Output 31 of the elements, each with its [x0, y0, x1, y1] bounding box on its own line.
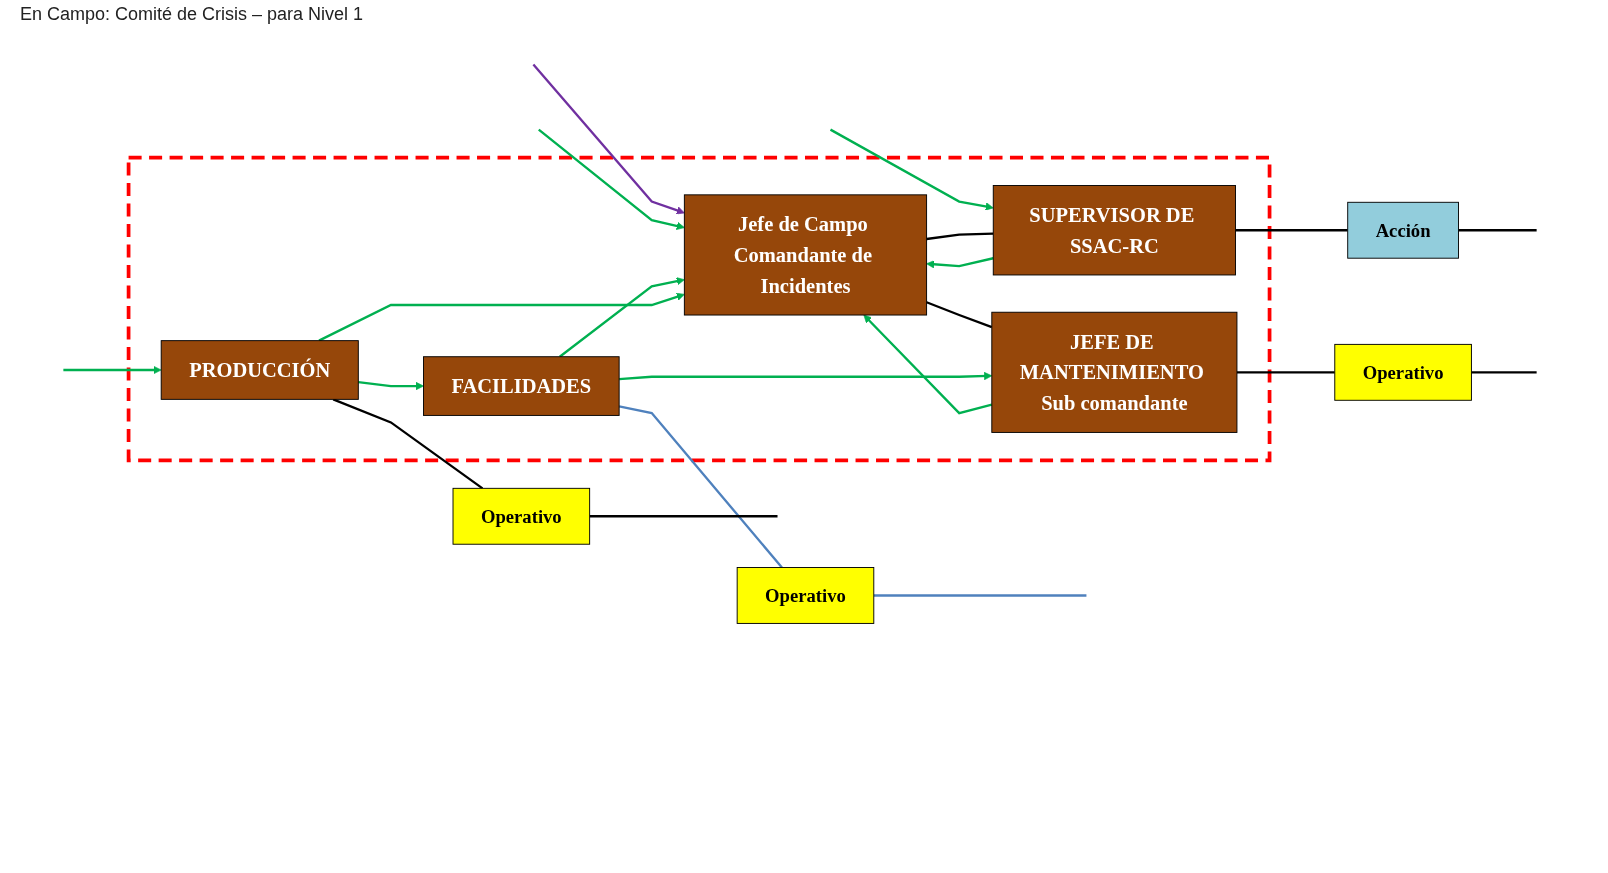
node-box: JEFE DE MANTENIMIENTO Sub comandante: [991, 311, 1238, 433]
connector: [1236, 371, 1335, 374]
note-text: En Campo: Comité de Crisis – para Nivel 1: [20, 4, 365, 25]
node-box: FACILIDADES: [423, 356, 620, 416]
arrow: [358, 380, 424, 391]
node-box: SUPERVISOR DE SSAC-RC: [992, 185, 1236, 276]
arrow: [829, 128, 994, 211]
node-box: Operativo: [736, 567, 875, 624]
arrow: [619, 371, 993, 381]
arrow: [559, 277, 685, 358]
connector: [926, 232, 994, 241]
arrow: [63, 365, 162, 375]
connector: [873, 594, 1087, 597]
node-box: Operativo: [452, 487, 591, 545]
connector: [1458, 229, 1537, 232]
node-box: PRODUCCIÓN: [160, 340, 359, 400]
arrow: [863, 314, 993, 415]
node-box: Operativo: [1334, 343, 1472, 401]
node-box: Acción: [1347, 201, 1459, 259]
connector: [926, 301, 993, 329]
node-box: Jefe de Campo Comandante de Incidentes: [683, 194, 928, 316]
connector: [1471, 371, 1537, 374]
arrow: [532, 63, 685, 215]
connector: [332, 398, 484, 490]
connector: [618, 405, 783, 569]
arrow: [538, 128, 685, 230]
arrow: [926, 257, 994, 269]
connector: [589, 515, 778, 518]
cluster: [126, 155, 1272, 463]
arrow: [318, 292, 685, 342]
connector: [1235, 229, 1348, 232]
